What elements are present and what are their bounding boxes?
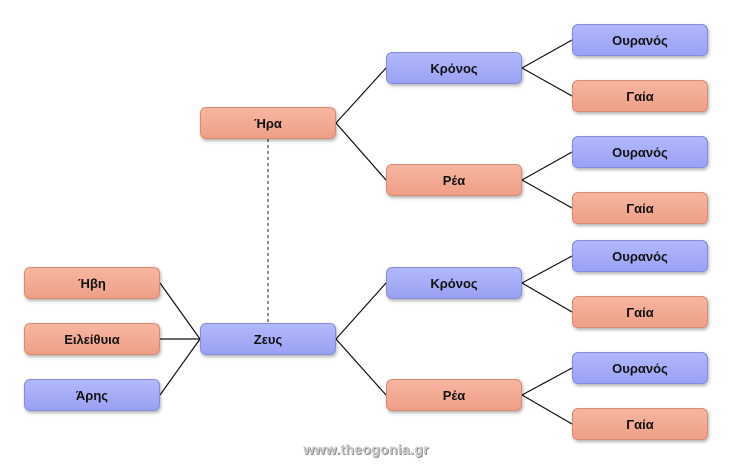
edge-kronos2-gaia — [521, 282, 573, 313]
node-grandmother-2: Γαία — [572, 192, 708, 224]
node-hera-father: Κρόνος — [386, 52, 522, 84]
node-hera-mother: Ρέα — [386, 164, 522, 196]
node-child-eileithyia: Ειλείθυια — [24, 323, 160, 355]
node-child-hebe: Ήβη — [24, 267, 160, 299]
edge-ares-zeus — [159, 338, 201, 396]
node-grandfather-3: Ουρανός — [572, 240, 708, 272]
edge-rhea2-gaia — [521, 394, 573, 425]
node-hera: Ήρα — [200, 107, 336, 139]
edge-kronos2-ouranos — [521, 255, 573, 284]
edge-rhea2-ouranos — [521, 367, 573, 396]
node-grandfather-2: Ουρανός — [572, 136, 708, 168]
edge-zeus-kronos — [335, 282, 387, 340]
node-zeus: Ζευς — [200, 323, 336, 355]
node-grandfather-4: Ουρανός — [572, 352, 708, 384]
edge-rhea1-ouranos — [521, 151, 573, 181]
node-grandmother-1: Γαία — [572, 80, 708, 112]
edge-hebe-zeus — [159, 282, 201, 340]
node-zeus-father: Κρόνος — [386, 267, 522, 299]
site-watermark: www.theogonia.gr — [303, 441, 429, 457]
node-child-ares: Άρης — [24, 379, 160, 411]
node-zeus-mother: Ρέα — [386, 379, 522, 411]
edge-hera-kronos — [335, 67, 387, 124]
node-grandmother-3: Γαία — [572, 296, 708, 328]
node-grandfather-1: Ουρανός — [572, 24, 708, 56]
edge-kronos1-ouranos — [521, 39, 573, 69]
node-grandmother-4: Γαία — [572, 408, 708, 440]
edge-rhea1-gaia — [521, 179, 573, 209]
edge-zeus-rhea — [335, 338, 387, 396]
edge-hera-rhea — [335, 122, 387, 181]
edge-kronos1-gaia — [521, 67, 573, 97]
